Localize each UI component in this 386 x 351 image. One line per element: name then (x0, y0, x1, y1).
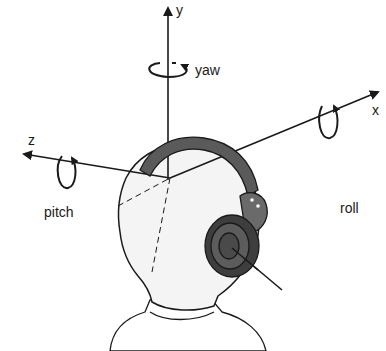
axis-label: pitch (44, 204, 74, 220)
axis-label: roll (340, 200, 359, 216)
axis-label: yaw (195, 62, 220, 78)
axis-label: y (176, 2, 183, 18)
axis-label: z (28, 132, 35, 148)
headphones (140, 137, 267, 277)
rotation-arrows (58, 63, 338, 188)
axis-lines (24, 8, 378, 290)
axis-label: x (372, 102, 379, 118)
